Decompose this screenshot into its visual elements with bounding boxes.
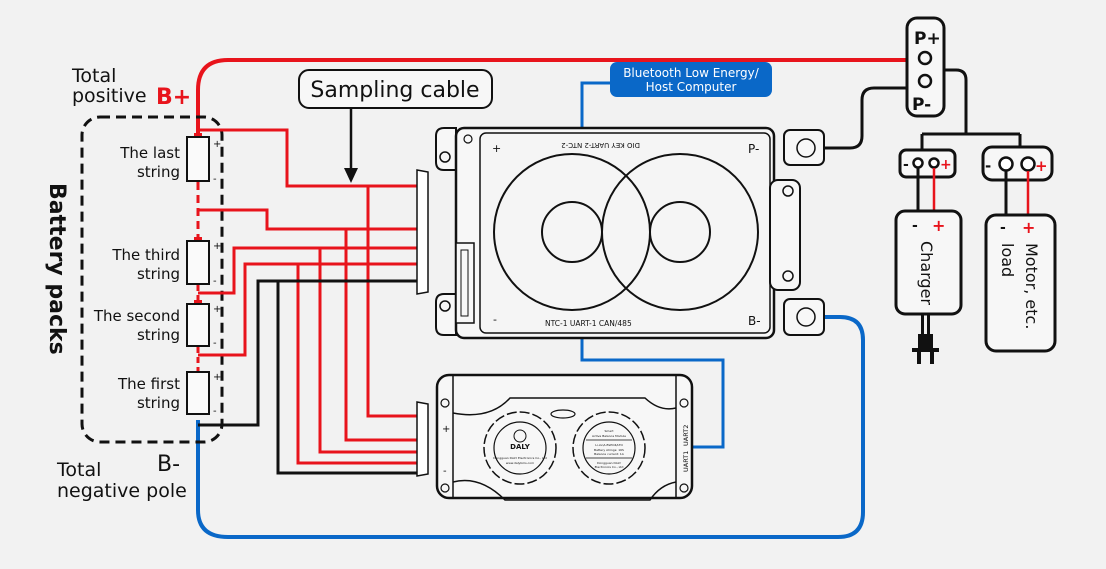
svg-text:-: -	[213, 406, 217, 417]
bms-sampling-connector	[416, 169, 429, 295]
cell-second: +-	[186, 300, 221, 349]
svg-text:-: -	[213, 276, 217, 287]
svg-text:+: +	[940, 157, 952, 173]
negative-sampling-wires	[198, 279, 417, 475]
svg-text:+: +	[213, 304, 221, 315]
svg-text:+: +	[213, 139, 221, 150]
battery-packs-label: Battery packs	[44, 183, 69, 355]
battery-pack-frame	[80, 115, 224, 444]
cell-last: +-	[186, 133, 221, 185]
b-minus-terminal	[783, 298, 825, 336]
uart2-label: UART2	[682, 425, 690, 446]
string-label: The first	[117, 375, 180, 393]
motor-load	[984, 213, 1057, 353]
plug-icon	[912, 314, 939, 364]
string-label: The third	[111, 246, 180, 264]
main-positive-wire	[196, 58, 908, 135]
svg-text:Dongguan DALY: Dongguan DALY	[597, 461, 621, 465]
bms-top-ports: DIO KEY UART-2 NTC-2	[561, 141, 640, 149]
svg-text:Dongguan DALY Electronics Co.,: Dongguan DALY Electronics Co., Ltd	[493, 456, 547, 460]
bluetooth-box	[610, 62, 772, 97]
svg-text:string: string	[137, 163, 180, 181]
daly-brand: DALY	[510, 443, 531, 451]
b-plus-label: B+	[156, 85, 191, 110]
motor-connector	[981, 145, 1054, 182]
cell-first: +-	[186, 371, 221, 417]
active-balancer	[435, 373, 694, 501]
p-minus-terminal	[783, 129, 825, 166]
bms-board	[435, 126, 825, 340]
arrow-down-icon	[344, 168, 358, 183]
p-minus-label: P-	[912, 95, 931, 115]
fan-left	[483, 411, 557, 485]
svg-text:-: -	[213, 174, 217, 185]
sampling-cable-callout	[298, 69, 493, 109]
svg-text:+: +	[932, 216, 945, 235]
balancer-sampling-connector	[416, 401, 429, 477]
b-minus-label: B-	[157, 452, 180, 477]
p-plus-label: P+	[914, 29, 941, 49]
svg-text:+: +	[1035, 157, 1048, 175]
svg-text:string: string	[137, 265, 180, 283]
string-label: The last	[119, 144, 180, 162]
total-negative-label: Total	[56, 459, 101, 481]
svg-text:Battery strings: 16S: Battery strings: 16S	[594, 448, 624, 452]
svg-text:Active Balance Module: Active Balance Module	[592, 434, 626, 438]
svg-text:-: -	[903, 157, 909, 173]
charger-label: Charger	[917, 241, 936, 305]
svg-text:load: load	[998, 243, 1017, 277]
svg-text:-: -	[912, 218, 918, 234]
b-minus-wire	[196, 315, 865, 539]
svg-text:+: +	[442, 424, 450, 435]
sampling-wires	[198, 128, 417, 465]
total-positive-label: Total	[71, 65, 116, 87]
svg-text:+: +	[1022, 218, 1035, 237]
svg-text:Host Computer: Host Computer	[646, 80, 737, 94]
svg-text:+: +	[213, 372, 221, 383]
svg-text:-: -	[213, 338, 217, 349]
svg-text:positive: positive	[72, 85, 147, 107]
svg-text:-: -	[443, 466, 447, 477]
svg-text:Electronics Co., Ltd: Electronics Co., Ltd	[595, 465, 624, 469]
svg-text:+: +	[213, 241, 221, 252]
svg-text:P-: P-	[748, 142, 759, 156]
p-minus-wire	[824, 86, 908, 150]
bms-bottom-ports: NTC-1 UART-1 CAN/485	[545, 319, 632, 328]
bluetooth-wire	[580, 81, 612, 128]
svg-text:B-: B-	[748, 314, 761, 328]
svg-text:Li-ion/LiFePO4/LTO: Li-ion/LiFePO4/LTO	[595, 443, 623, 447]
svg-text:-: -	[1000, 220, 1006, 236]
svg-text:-: -	[493, 313, 497, 326]
uart-link-wire	[580, 338, 725, 449]
cell-third: +-	[186, 237, 221, 287]
svg-text:www.dalybms.com: www.dalybms.com	[506, 461, 534, 465]
svg-text:+: +	[492, 142, 501, 155]
sampling-cable-label: Sampling cable	[310, 78, 479, 103]
svg-text:Smart: Smart	[604, 429, 614, 433]
motor-label: Motor, etc.	[1022, 243, 1041, 329]
svg-text:string: string	[137, 394, 180, 412]
uart1-label: UART1	[682, 451, 690, 472]
svg-text:-: -	[985, 157, 991, 175]
svg-text:Balance current: 1A: Balance current: 1A	[594, 452, 625, 456]
svg-text:negative pole: negative pole	[57, 480, 187, 502]
string-label: The second	[93, 307, 180, 325]
svg-text:string: string	[137, 326, 180, 344]
charger-connector	[898, 148, 957, 179]
fan-right	[572, 411, 646, 485]
output-terminal-block	[905, 16, 946, 118]
bluetooth-label: Bluetooth Low Energy/	[623, 66, 760, 80]
